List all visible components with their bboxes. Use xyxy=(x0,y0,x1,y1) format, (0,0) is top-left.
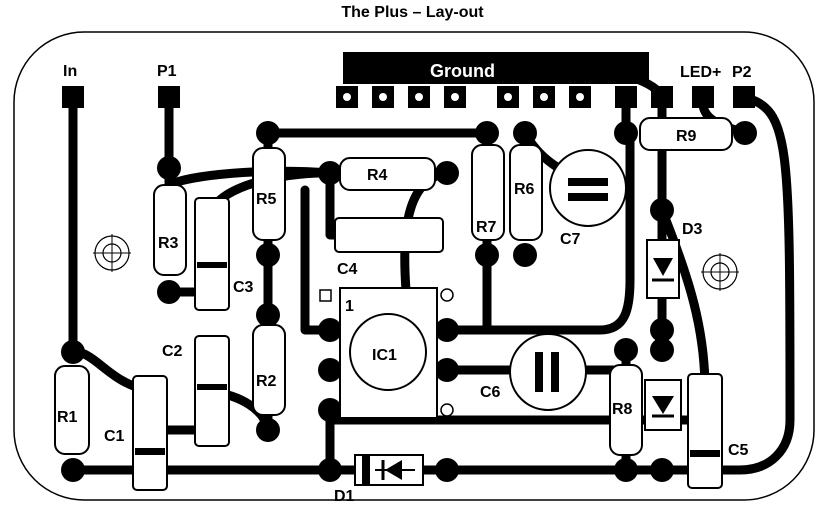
label-ic1-pin1: 1 xyxy=(345,298,354,315)
resistor-r3 xyxy=(153,184,187,276)
label-c6: C6 xyxy=(480,384,501,401)
label-c3: C3 xyxy=(233,279,254,296)
resistor-r2 xyxy=(252,324,286,416)
layout-title: The Plus – Lay-out xyxy=(341,4,484,21)
resistor-r1 xyxy=(54,365,90,455)
resistor-r9 xyxy=(639,117,733,151)
diode-d3 xyxy=(646,239,680,299)
label-r8: R8 xyxy=(612,401,633,418)
resistor-r6 xyxy=(509,144,543,241)
mounting-hole-left xyxy=(93,234,131,272)
label-9v: +9V xyxy=(605,67,634,84)
capacitor-c6 xyxy=(509,333,587,411)
mounting-hole-right xyxy=(701,253,739,291)
label-r1: R1 xyxy=(57,409,78,426)
label-ic1: IC1 xyxy=(372,347,397,364)
resistor-r4 xyxy=(339,157,436,191)
diode-d2 xyxy=(644,379,682,431)
resistor-r5 xyxy=(252,147,286,241)
capacitor-c3 xyxy=(194,197,230,311)
label-ground: Ground xyxy=(430,61,495,81)
label-p2: P2 xyxy=(732,64,752,81)
label-r9: R9 xyxy=(676,128,697,145)
board-outline xyxy=(13,31,815,501)
label-c7: C7 xyxy=(560,231,581,248)
label-in: In xyxy=(63,63,77,80)
resistor-r7 xyxy=(471,144,505,241)
diode-d1 xyxy=(354,454,424,486)
label-p1: P1 xyxy=(157,63,177,80)
label-r3: R3 xyxy=(158,235,179,252)
label-r2: R2 xyxy=(256,373,277,390)
capacitor-c7 xyxy=(549,149,627,227)
label-led-plus: LED+ xyxy=(680,64,721,81)
capacitor-c2 xyxy=(194,335,230,447)
label-c5: C5 xyxy=(728,442,749,459)
label-c4: C4 xyxy=(337,261,358,278)
capacitor-c1 xyxy=(132,375,168,491)
label-r7: R7 xyxy=(476,219,497,236)
label-c1: C1 xyxy=(104,428,125,445)
label-d3: D3 xyxy=(682,221,703,238)
capacitor-c5 xyxy=(687,373,723,489)
label-r4: R4 xyxy=(367,167,388,184)
capacitor-c4 xyxy=(334,217,444,253)
label-r5: R5 xyxy=(256,191,277,208)
label-d1: D1 xyxy=(334,488,355,505)
label-c2: C2 xyxy=(162,343,183,360)
label-r6: R6 xyxy=(514,181,535,198)
ic1-body xyxy=(319,287,454,419)
resistor-r8 xyxy=(609,364,643,456)
